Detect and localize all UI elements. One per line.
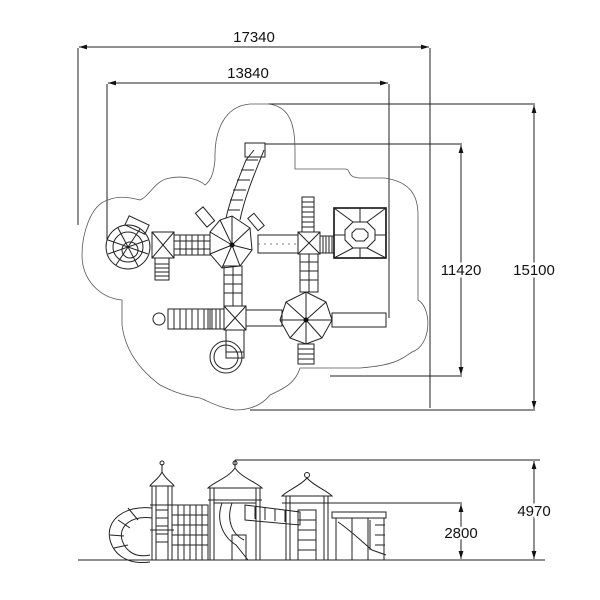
pagoda-tower-center [206, 460, 264, 561]
tunnel-bridge [245, 309, 283, 327]
dimension-structure-depth: 11420 [265, 143, 484, 377]
safety-zone-outline [81, 103, 429, 411]
dimension-total-height: 4970 [235, 459, 553, 559]
pagoda-tower-left [149, 460, 175, 560]
dimension-label-total-height: 4970 [517, 503, 550, 520]
tower-square-center [297, 231, 321, 255]
dimension-label-overall-width: 17340 [233, 29, 275, 46]
spiral-slide [105, 215, 151, 270]
dimension-label-structure-width: 13840 [227, 65, 269, 82]
tower-square-lower [223, 305, 247, 331]
tube-slide-elevation [108, 507, 153, 564]
elevation-view: 4970 2800 [78, 459, 553, 564]
net-bridge-vertical [299, 253, 319, 293]
dimension-label-platform-height: 2800 [444, 525, 477, 542]
ladder [301, 196, 315, 233]
pergola-slide [331, 511, 387, 560]
crawl-bridge [152, 308, 225, 330]
climber [194, 206, 216, 228]
net-bridge-vertical [223, 265, 243, 307]
wave-slide [331, 312, 387, 328]
playground-structure-elevation [108, 460, 387, 564]
climbing-net-wall [171, 504, 209, 561]
tower-square-left [151, 231, 175, 259]
stairs [154, 257, 170, 281]
spider-net-tower [333, 207, 387, 259]
plan-view: 17340 13840 11420 15100 [77, 29, 557, 411]
dimension-label-overall-depth: 15100 [513, 262, 555, 279]
dimension-label-structure-depth: 11420 [441, 262, 482, 279]
tunnel-bridge [257, 234, 299, 254]
pagoda-roof-right [279, 291, 333, 345]
net-bridge [173, 234, 211, 256]
pagoda-tower-right [280, 472, 334, 561]
dimension-platform-height: 2800 [330, 502, 480, 559]
playground-structure-plan [105, 142, 387, 374]
sloped-bridge [244, 504, 301, 526]
climber [247, 212, 265, 232]
dimension-structure-width: 13840 [106, 65, 390, 318]
stairs [297, 343, 315, 365]
pagoda-roof-left [209, 215, 253, 269]
dimension-overall-width: 17340 [77, 29, 431, 408]
tube-slide [225, 142, 266, 221]
spiral-slide-small [209, 329, 245, 374]
dimension-overall-depth: 15100 [250, 103, 557, 411]
step-bridge [319, 235, 335, 254]
